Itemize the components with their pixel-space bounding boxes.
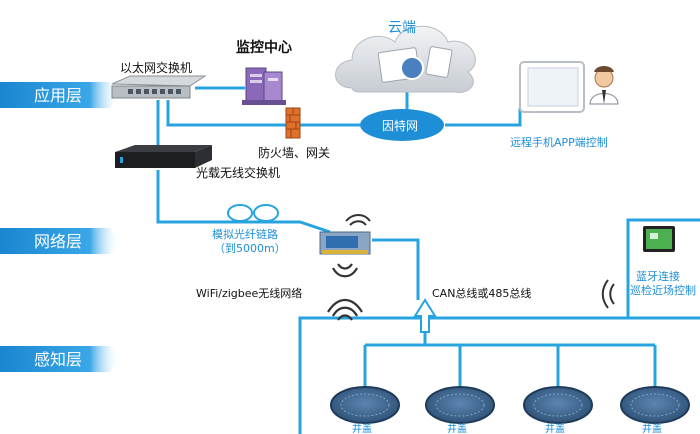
- line-fiber: [156, 170, 331, 234]
- layer-tag-application: [0, 82, 120, 108]
- remote-app-label: 远程手机APP端控制: [510, 135, 608, 149]
- wireless-waves-icon: [327, 263, 363, 321]
- rack-switch-icon: [115, 145, 212, 168]
- fiber-distance-label: （到5000m）: [214, 242, 286, 255]
- layer-tag-network: [0, 228, 120, 254]
- bluetooth-waves-icon: [601, 279, 615, 309]
- manhole-cover-icon: [523, 386, 593, 424]
- bus-arrow: [413, 298, 437, 333]
- wireless-network-label: WiFi/zigbee无线网络: [196, 286, 302, 300]
- connection-lines: [156, 86, 700, 434]
- firewall-brick-icon: [285, 107, 301, 139]
- cloud-label: 云端: [388, 20, 416, 36]
- ethernet-switch-label: 以太网交换机: [120, 60, 192, 75]
- manhole-cover-icon: [330, 386, 400, 424]
- well-label-2: 井盖: [447, 422, 467, 434]
- layer-label-application: 应用层: [34, 86, 82, 105]
- wireless-gateway-icon: [319, 214, 371, 255]
- firewall-gateway-label: 防火墙、网关: [258, 145, 330, 160]
- line-to-firewall: [166, 100, 360, 127]
- fiber-link-label: 模拟光纤链路: [212, 227, 278, 241]
- bus-label: CAN总线或485总线: [432, 286, 531, 300]
- tablet-icon: [643, 226, 675, 252]
- line-bluetooth-box: [626, 218, 700, 318]
- optical-switch-label: 光载无线交换机: [196, 165, 280, 180]
- smartphone-icon: [519, 61, 585, 113]
- layer-tag-perception: [0, 346, 120, 372]
- user-avatar-icon: [589, 66, 619, 105]
- bluetooth-label: 蓝牙连接: [636, 270, 680, 283]
- line-bus-main: [298, 316, 700, 434]
- internet-label: 因特网: [382, 118, 418, 133]
- well-label-4: 井盖: [642, 422, 662, 434]
- internet-node: [360, 109, 444, 141]
- server-tower-icon: [242, 67, 286, 105]
- line-internet-to-app: [445, 108, 522, 127]
- cloud-icon: [335, 25, 476, 93]
- well-label-1: 井盖: [352, 422, 372, 434]
- manhole-cover-icon: [425, 386, 495, 424]
- fiber-coil-icon: [227, 204, 279, 222]
- monitoring-center-label: 监控中心: [236, 39, 292, 56]
- network-switch-icon: [111, 75, 207, 99]
- well-label-3: 井盖: [545, 422, 565, 434]
- layer-label-network: 网络层: [34, 232, 82, 251]
- layer-label-perception: 感知层: [34, 350, 82, 369]
- manhole-cover-icon: [620, 386, 690, 424]
- bluetooth-patrol-label: 巡检近场控制: [630, 283, 696, 297]
- line-gateway-to-bus: [372, 238, 420, 300]
